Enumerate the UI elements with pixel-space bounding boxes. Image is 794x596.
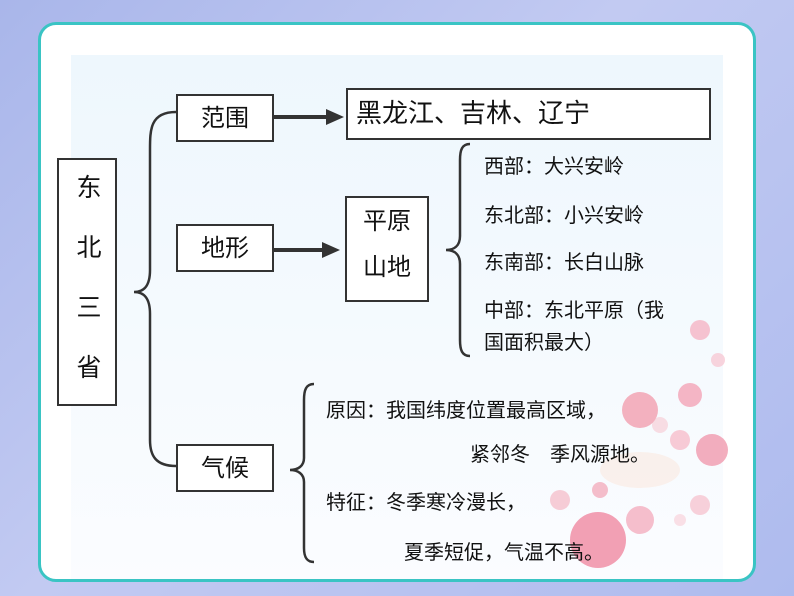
climate-reason-2: 紧邻冬 季风源地。 bbox=[470, 442, 650, 466]
climate-feature-2: 夏季短促，气温不高。 bbox=[404, 540, 604, 564]
terrain-type-mountain: 山地 bbox=[363, 253, 411, 281]
climate-feature-1: 特征：冬季寒冷漫长， bbox=[326, 490, 526, 514]
root-char-1: 东 bbox=[76, 173, 102, 202]
root-char-2: 北 bbox=[76, 233, 102, 262]
arrow-fanwei-head bbox=[326, 109, 344, 125]
arrow-dixing-head bbox=[322, 242, 340, 258]
terrain-types-node: 平原 山地 bbox=[345, 196, 429, 302]
terrain-item-central: 中部：东北平原（我 bbox=[484, 298, 664, 322]
root-char-3: 三 bbox=[76, 293, 102, 322]
root-char-4: 省 bbox=[76, 353, 102, 382]
flower-decoration bbox=[550, 320, 728, 568]
root-node: 东 北 三 省 bbox=[57, 158, 117, 406]
climate-reason-1: 原因：我国纬度位置最高区域， bbox=[326, 398, 606, 422]
branch-qihou: 气候 bbox=[176, 444, 274, 492]
branch-fanwei: 范围 bbox=[176, 94, 274, 142]
terrain-type-plain: 平原 bbox=[363, 207, 411, 235]
terrain-item-west: 西部：大兴安岭 bbox=[484, 154, 624, 178]
terrain-item-southeast: 东南部：长白山脉 bbox=[484, 250, 644, 274]
branch-dixing: 地形 bbox=[176, 224, 274, 272]
terrain-item-central-cont: 国面积最大） bbox=[484, 330, 604, 354]
climate-brace bbox=[289, 382, 315, 564]
provinces-node: 黑龙江、吉林、辽宁 bbox=[346, 88, 711, 140]
main-brace bbox=[133, 110, 177, 468]
terrain-item-northeast: 东北部：小兴安岭 bbox=[484, 203, 644, 227]
terrain-brace bbox=[445, 142, 471, 358]
